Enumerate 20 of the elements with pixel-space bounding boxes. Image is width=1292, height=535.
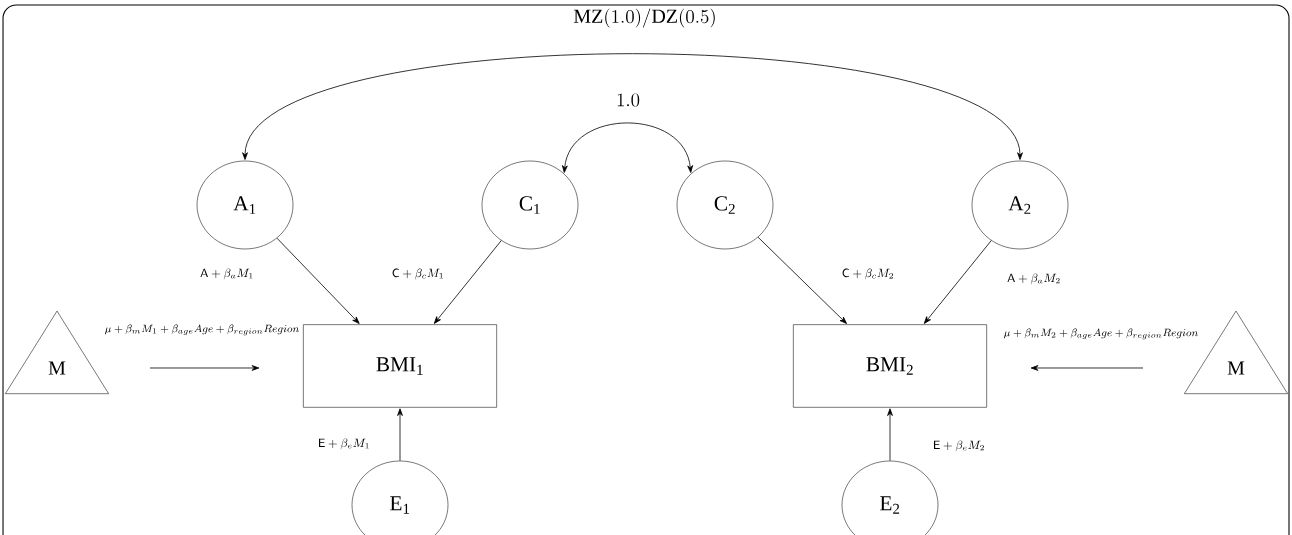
arrow [433, 240, 502, 324]
observed-box: BMI$_{1}$ [303, 324, 497, 408]
arrow [397, 408, 403, 462]
arrow [276, 237, 360, 324]
edge-label: $\mathrm{MZ}(1.0)/\mathrm{DZ}(0.5)$ [572, 7, 718, 29]
arrow [562, 122, 693, 173]
observed-box: BMI$_{2}$ [793, 324, 987, 408]
arrow [1030, 365, 1144, 371]
edge-label: $\mathsf{A} + \beta_a M_1$ [198, 267, 256, 281]
arrow [757, 236, 847, 324]
edge-label: $1.0$ [614, 92, 642, 108]
arrow [923, 240, 992, 324]
edge-label: $\mathsf{C} + \beta_c M_2$ [840, 267, 896, 281]
edge-label: $\mathsf{C} + \beta_c M_1$ [390, 267, 446, 281]
edge-label: $\mathsf{E} + \beta_e M_1$ [316, 437, 372, 451]
edge-label: $\mathsf{E} + \beta_e M_2$ [931, 439, 987, 453]
edge-label: $\mathsf{A} + \beta_a M_2$ [1005, 272, 1063, 286]
arrow [242, 53, 1023, 160]
arrow [887, 408, 893, 462]
arrow [149, 365, 260, 371]
